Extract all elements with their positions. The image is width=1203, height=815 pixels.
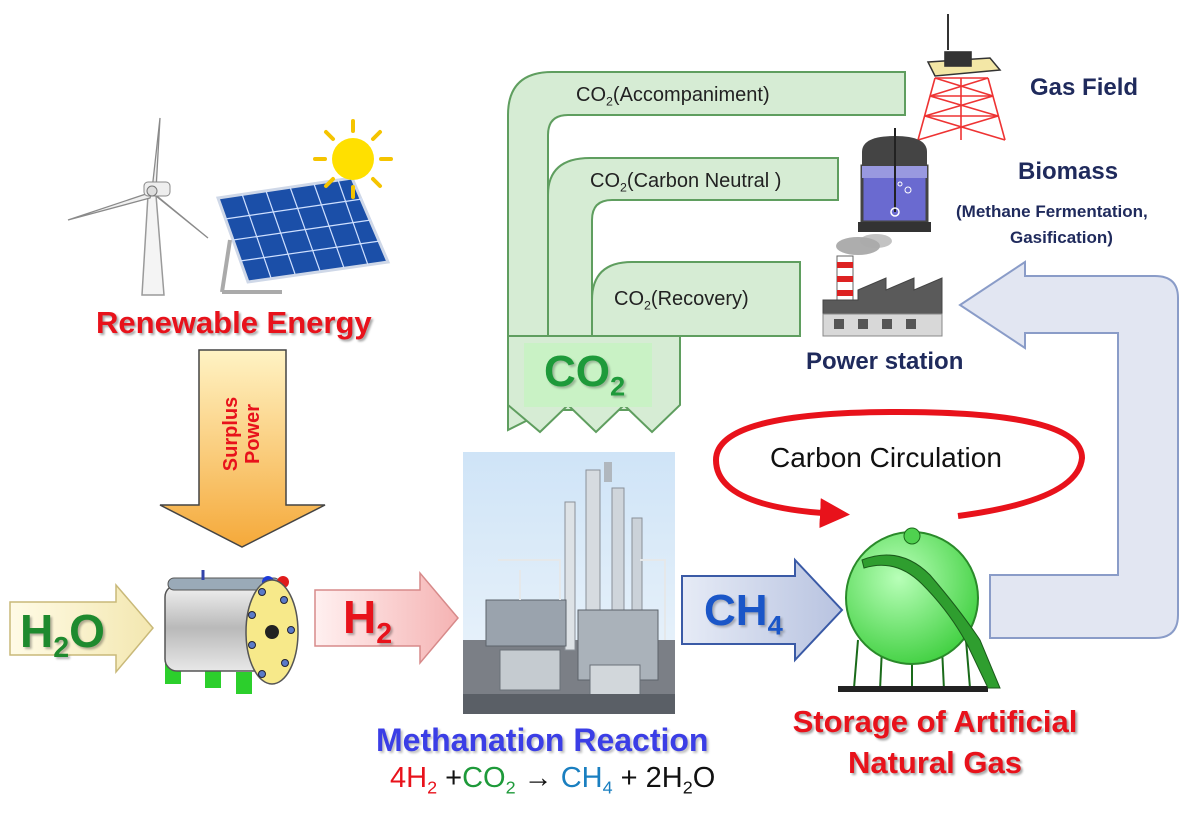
gas-field-rig-icon <box>917 14 1006 141</box>
gas-storage-tank-icon <box>838 527 1001 692</box>
methanation-reaction-label: Methanation Reaction <box>376 722 709 758</box>
biomass-label: Biomass <box>1018 158 1119 185</box>
co2-accompaniment-label: CO2(Accompaniment) <box>576 84 770 109</box>
eq-hydrogen: 4H2 <box>390 762 438 798</box>
gas-field-label: Gas Field <box>1030 74 1139 101</box>
co2-pipe-recovery <box>591 261 801 411</box>
h2-label: H2 <box>343 591 393 650</box>
storage-label-line1: Storage of Artificial <box>792 704 1078 739</box>
eq-plus-1: + <box>437 762 463 794</box>
co2-recovery-label: CO2(Recovery) <box>614 288 749 313</box>
biomass-detail-line1: (Methane Fermentation, <box>956 202 1148 221</box>
eq-arrow: → <box>515 762 561 794</box>
biomass-tank-icon <box>858 128 931 232</box>
eq-carbon-dioxide: CO2 <box>462 762 516 798</box>
surplus-power-label: Surplus Power <box>220 396 264 472</box>
h2o-arrow <box>9 582 154 675</box>
h2-arrow <box>314 570 459 666</box>
carbon-circulation-loop <box>712 408 1086 529</box>
storage-label-line2: Natural Gas <box>847 745 1022 780</box>
sun-icon <box>313 119 393 199</box>
electrolyzer-icon <box>164 570 299 694</box>
eq-water: + 2H2O <box>612 762 716 798</box>
ch4-arrow <box>681 557 844 663</box>
co2-label-box: CO2 <box>524 343 652 407</box>
co2-carbon-neutral-label: CO2(Carbon Neutral ) <box>590 170 782 195</box>
ch4-return-pipe <box>958 260 1179 639</box>
renewable-energy-label: Renewable Energy <box>96 305 372 340</box>
solar-panel-icon <box>215 176 391 294</box>
biomass-detail-line2: Gasification) <box>1010 228 1113 247</box>
co2-label: CO2 <box>544 347 626 402</box>
ch4-label: CH4 <box>704 586 783 641</box>
methanation-plant-photo <box>463 452 675 714</box>
carbon-circulation-label: Carbon Circulation <box>770 442 1002 473</box>
surplus-power-arrow <box>159 349 326 548</box>
methanation-equation: 4H2 +CO2 → CH4 + 2H2O <box>390 762 716 798</box>
eq-methane: CH4 <box>560 762 613 798</box>
power-station-icon <box>822 234 943 337</box>
power-station-label: Power station <box>806 348 964 375</box>
h2o-label: H2O <box>20 605 105 664</box>
wind-turbine-icon <box>67 117 209 296</box>
